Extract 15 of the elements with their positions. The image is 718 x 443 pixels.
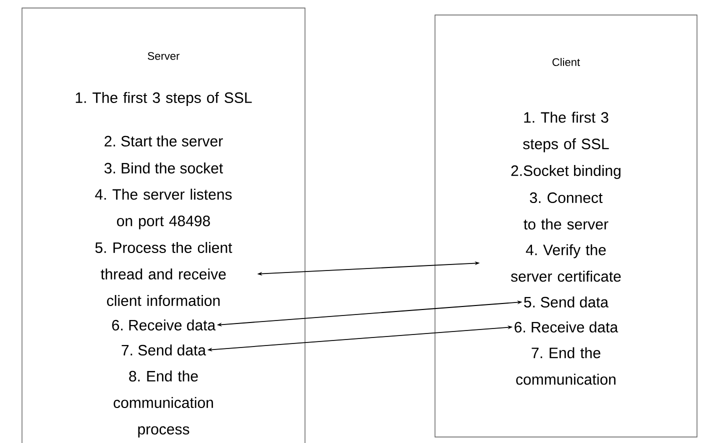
step-text: 4. The server listens on port 48498: [95, 188, 232, 230]
step-text: 5. Send data: [524, 296, 609, 308]
step-text: 5. Process the client thread and receive client information: [95, 242, 232, 306]
step-text: 3. Bind the socket: [104, 162, 223, 174]
step-text: 4. Verify the server certificate: [511, 244, 621, 282]
step-text: 1. The first 3 steps of SSL: [523, 112, 609, 152]
step-text: 7. End the communication: [516, 347, 616, 385]
step-text: 6. Receive data: [112, 319, 216, 330]
step-text: 2. Start the server: [104, 135, 223, 146]
step-text: 8. End the communication process: [114, 370, 213, 438]
step-text: 2.Socket binding: [511, 165, 620, 179]
step-text: 1. The first 3 steps of SSL: [76, 92, 252, 106]
step-text: 7. Send data: [122, 344, 206, 356]
step-text: 3. Connect to the server: [524, 192, 608, 230]
step-text: 6. Receive data: [514, 321, 618, 332]
